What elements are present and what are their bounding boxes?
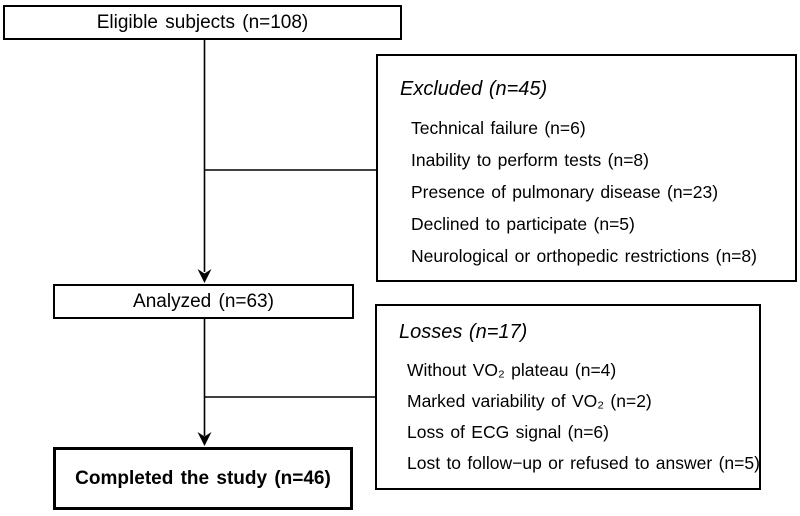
eligible-subjects-label: Eligible subjects (n=108) [96,11,309,33]
losses-item: Without VO₂ plateau (n=4) [407,360,617,380]
arrowhead-down-icon [197,432,212,446]
analyzed-label: Analyzed (n=63) [133,290,274,312]
excluded-item: Presence of pulmonary disease (n=23) [411,182,719,202]
losses-title: Losses (n=17) [399,321,528,343]
losses-item-list: Without VO₂ plateau (n=4) Marked variabil… [377,355,760,479]
box-analyzed: Analyzed (n=63) [53,284,354,319]
losses-item: Lost to follow−up or refused to answer (… [407,453,760,473]
box-eligible-subjects: Eligible subjects (n=108) [3,5,402,40]
excluded-title: Excluded (n=45) [400,78,548,100]
losses-item: Marked variability of VO₂ (n=2) [407,391,652,411]
excluded-item: Technical failure (n=6) [411,118,586,138]
excluded-item-list: Technical failure (n=6) Inability to perf… [378,112,795,272]
excluded-item: Declined to participate (n=5) [411,214,635,234]
arrowhead-down-icon [197,269,212,283]
box-losses: Losses (n=17) Without VO₂ plateau (n=4) M… [375,304,761,490]
box-excluded: Excluded (n=45) Technical failure (n=6) I… [376,54,797,282]
losses-item: Loss of ECG signal (n=6) [407,422,609,442]
excluded-item: Neurological or orthopedic restrictions … [411,246,757,266]
excluded-item: Inability to perform tests (n=8) [411,150,649,170]
box-completed-study: Completed the study (n=46) [53,447,353,510]
completed-study-label: Completed the study (n=46) [75,467,331,489]
